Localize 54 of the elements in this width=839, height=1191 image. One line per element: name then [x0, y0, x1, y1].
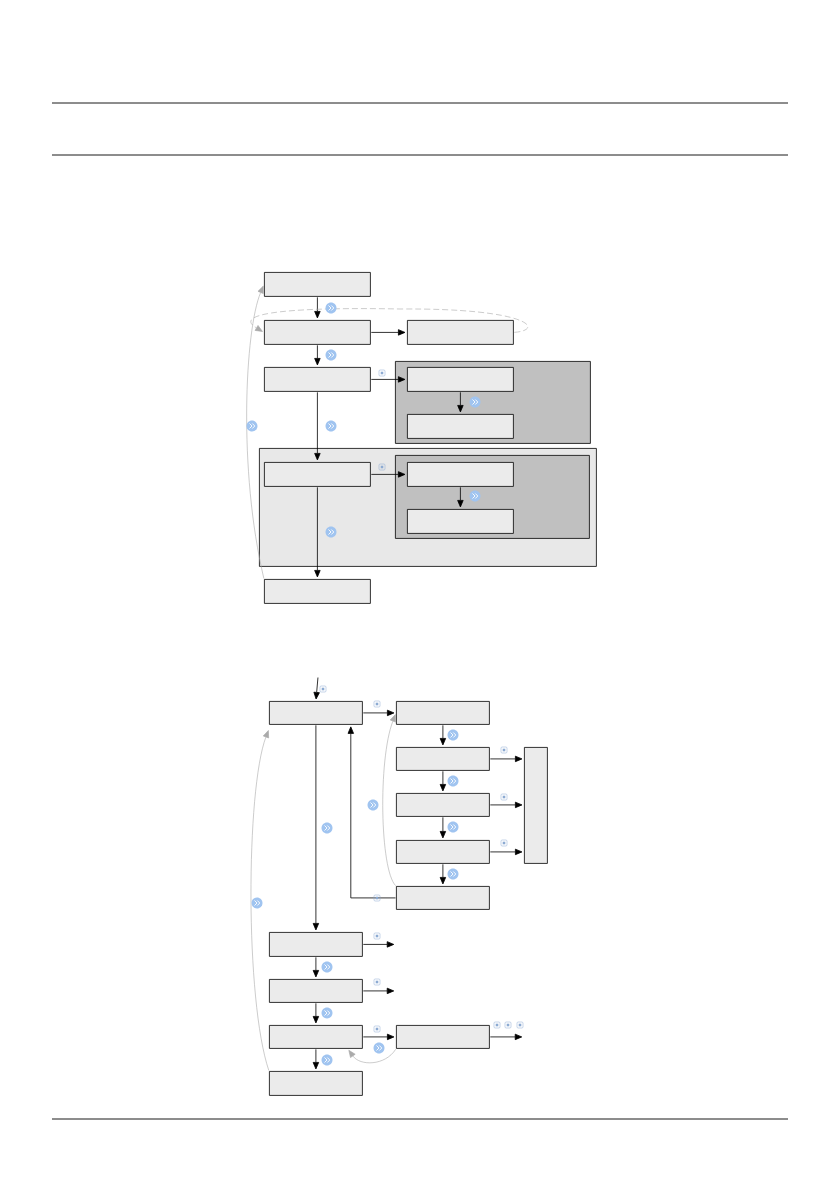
- menu-box: [407, 367, 514, 392]
- arrow: [489, 801, 523, 809]
- menu-box: [269, 1071, 363, 1096]
- menu-box: [396, 886, 490, 910]
- arrow: [439, 724, 447, 746]
- menu-box: [524, 747, 548, 864]
- menu-box: [396, 747, 490, 771]
- arrow: [347, 726, 396, 899]
- menu-box: [407, 462, 514, 487]
- arrow: [489, 755, 523, 763]
- arrow: [246, 285, 265, 579]
- arrow: [362, 941, 395, 948]
- arrow: [312, 1048, 320, 1070]
- arrow: [362, 709, 395, 717]
- arrow: [489, 1033, 523, 1041]
- arrow: [382, 714, 396, 886]
- arrow: [370, 376, 406, 383]
- menu-box: [264, 462, 371, 487]
- arrow: [312, 724, 320, 931]
- arrow: [314, 296, 321, 319]
- arrow: [312, 956, 320, 978]
- menu-box: [407, 320, 514, 345]
- arrow: [457, 391, 464, 413]
- arrow: [313, 677, 320, 700]
- menu-box: [264, 579, 371, 604]
- arrow: [370, 329, 406, 336]
- arrow: [439, 816, 447, 839]
- menu-box: [407, 509, 514, 534]
- menu-box: [264, 272, 371, 297]
- arrow: [489, 848, 523, 856]
- menu-box: [269, 979, 363, 1003]
- arrow: [362, 987, 395, 995]
- menu-box: [396, 793, 490, 817]
- arrow: [314, 344, 321, 366]
- arrow: [362, 1033, 395, 1041]
- arrow: [314, 486, 321, 578]
- arrow: [314, 391, 321, 461]
- menu-box: [269, 1025, 363, 1049]
- arrow: [457, 486, 464, 508]
- menu-box: [264, 367, 371, 392]
- menu-box: [396, 1025, 490, 1049]
- menu-box: [407, 414, 514, 439]
- arrow: [250, 730, 270, 1071]
- arrow: [312, 1002, 320, 1024]
- menu-box: [269, 932, 363, 957]
- arrow: [348, 1048, 397, 1064]
- menu-box: [269, 701, 363, 725]
- menu-box: [396, 840, 490, 864]
- arrow: [370, 471, 406, 478]
- menu-box: [396, 701, 490, 725]
- arrow: [250, 308, 528, 333]
- arrow: [439, 770, 447, 792]
- menu-box: [264, 320, 371, 345]
- arrow: [439, 863, 447, 885]
